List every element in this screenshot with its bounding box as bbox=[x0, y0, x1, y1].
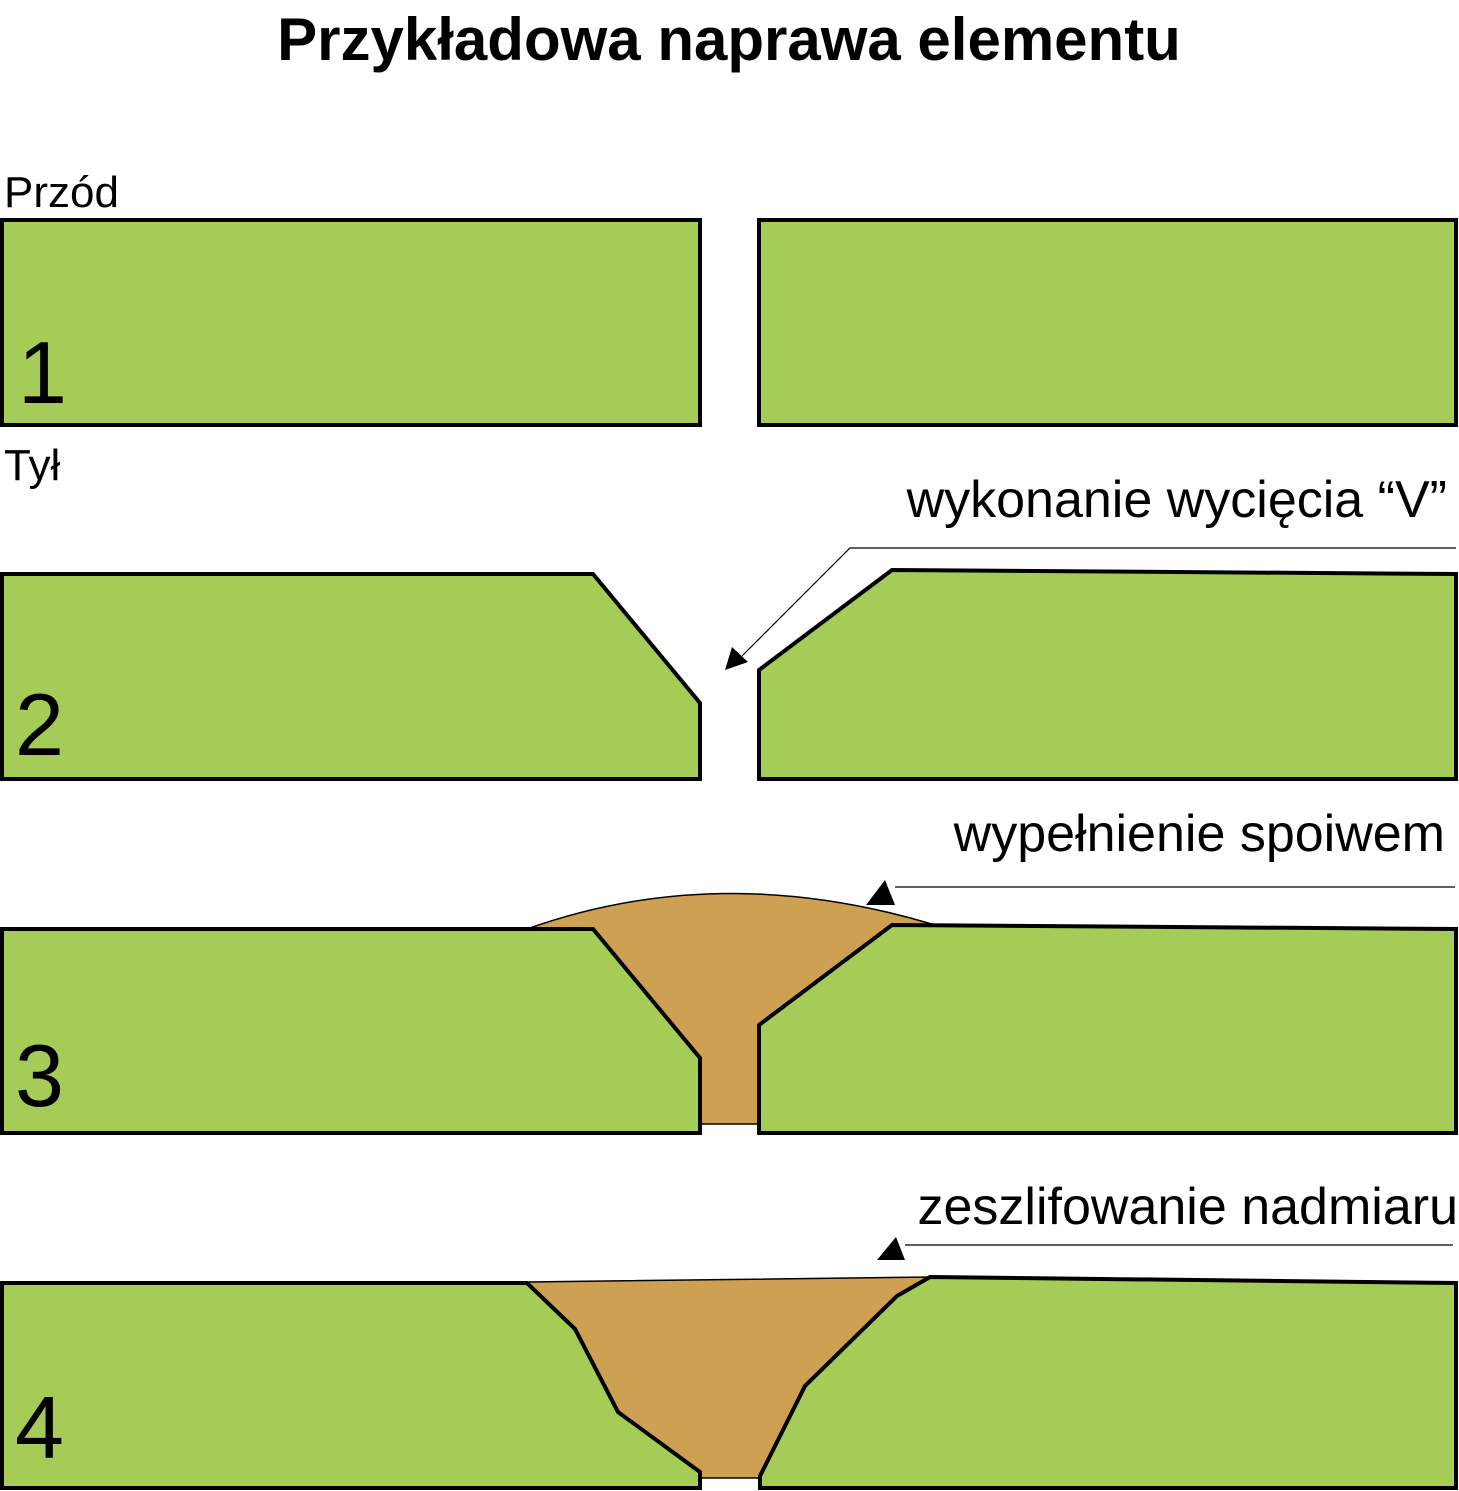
step-number: 4 bbox=[15, 1378, 64, 1477]
arrow-icon bbox=[725, 647, 748, 670]
step-annotation: zeszlifowanie nadmiaru bbox=[918, 1178, 1459, 1236]
step-number: 2 bbox=[15, 675, 64, 774]
diagram-title: Przykładowa naprawa elementu bbox=[277, 6, 1181, 73]
step-number: 1 bbox=[18, 323, 67, 422]
label-front: Przód bbox=[4, 168, 119, 217]
arrow-icon bbox=[877, 1237, 905, 1260]
step-4: 4 zeszlifowanie nadmiaru bbox=[0, 1178, 1459, 1490]
plate-left-bevelled bbox=[0, 572, 702, 781]
label-back: Tył bbox=[4, 441, 60, 490]
step-1: 1 bbox=[0, 218, 1458, 427]
step-3: 3 wypełnienie spoiwem bbox=[0, 805, 1458, 1135]
plate-right bbox=[757, 218, 1458, 427]
annotation-leader bbox=[741, 547, 1456, 657]
plate-left bbox=[0, 218, 702, 427]
arrow-icon bbox=[866, 880, 895, 905]
step-annotation: wykonanie wycięcia “V” bbox=[906, 471, 1447, 529]
step-annotation: wypełnienie spoiwem bbox=[953, 805, 1445, 863]
plate-right-bevelled bbox=[757, 922, 1458, 1135]
plate-right-repaired bbox=[758, 1274, 1458, 1490]
step-2: 2 wykonanie wycięcia “V” bbox=[0, 471, 1458, 781]
plate-right-bevelled bbox=[757, 567, 1458, 781]
step-number: 3 bbox=[15, 1026, 64, 1125]
plate-left-repaired bbox=[0, 1281, 702, 1490]
plate-left-bevelled bbox=[0, 927, 702, 1135]
